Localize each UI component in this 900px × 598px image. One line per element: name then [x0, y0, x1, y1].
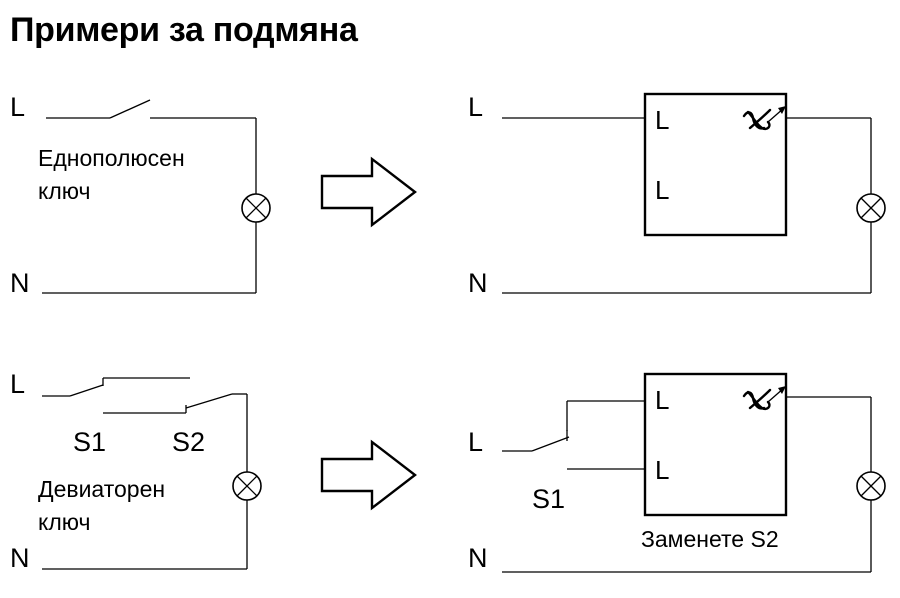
- arrow-right-icon: [320, 156, 417, 228]
- line-label: L: [10, 92, 25, 122]
- page-title: Примери за подмяна: [10, 11, 358, 49]
- neutral-label: N: [10, 543, 30, 573]
- switch-label: S1: [532, 484, 565, 514]
- switch-contact-icon: [502, 430, 570, 452]
- neutral-label: N: [468, 268, 488, 298]
- neutral-label: N: [468, 543, 488, 573]
- arrow-right-icon: [320, 439, 417, 511]
- top-left-circuit: L N Еднополюсен ключ: [10, 92, 271, 298]
- line-label: L: [10, 369, 25, 399]
- switch-label: S1: [73, 427, 106, 457]
- bottom-left-circuit: L N S1 S2 Девиаторен ключ: [10, 369, 262, 573]
- dimmer-symbol-icon: [742, 106, 786, 131]
- switch-caption: Девиаторен: [38, 476, 165, 502]
- lamp-icon: [856, 471, 886, 501]
- bottom-right-circuit: L N S1 L L Заменете S2: [468, 372, 886, 573]
- switch-caption: Еднополюсен: [38, 145, 185, 171]
- lamp-icon: [856, 193, 886, 223]
- dimmer-symbol-icon: [742, 386, 786, 411]
- lamp-icon: [241, 193, 271, 223]
- box-terminal-label: L: [655, 385, 669, 415]
- switch-caption: ключ: [38, 509, 90, 535]
- switch-contact-icon: [46, 99, 256, 119]
- top-right-circuit: L N L L: [468, 92, 886, 298]
- neutral-label: N: [10, 268, 30, 298]
- replace-note: Заменете S2: [641, 526, 779, 552]
- line-label: L: [468, 427, 483, 457]
- box-terminal-label: L: [655, 455, 669, 485]
- switch-label: S2: [172, 427, 205, 457]
- line-label: L: [468, 92, 483, 122]
- switch-caption: ключ: [38, 178, 90, 204]
- box-terminal-label: L: [655, 175, 669, 205]
- box-terminal-label: L: [655, 105, 669, 135]
- lamp-icon: [232, 471, 262, 501]
- switch-contact-icon: [185, 393, 247, 409]
- switch-contact-icon: [42, 377, 190, 414]
